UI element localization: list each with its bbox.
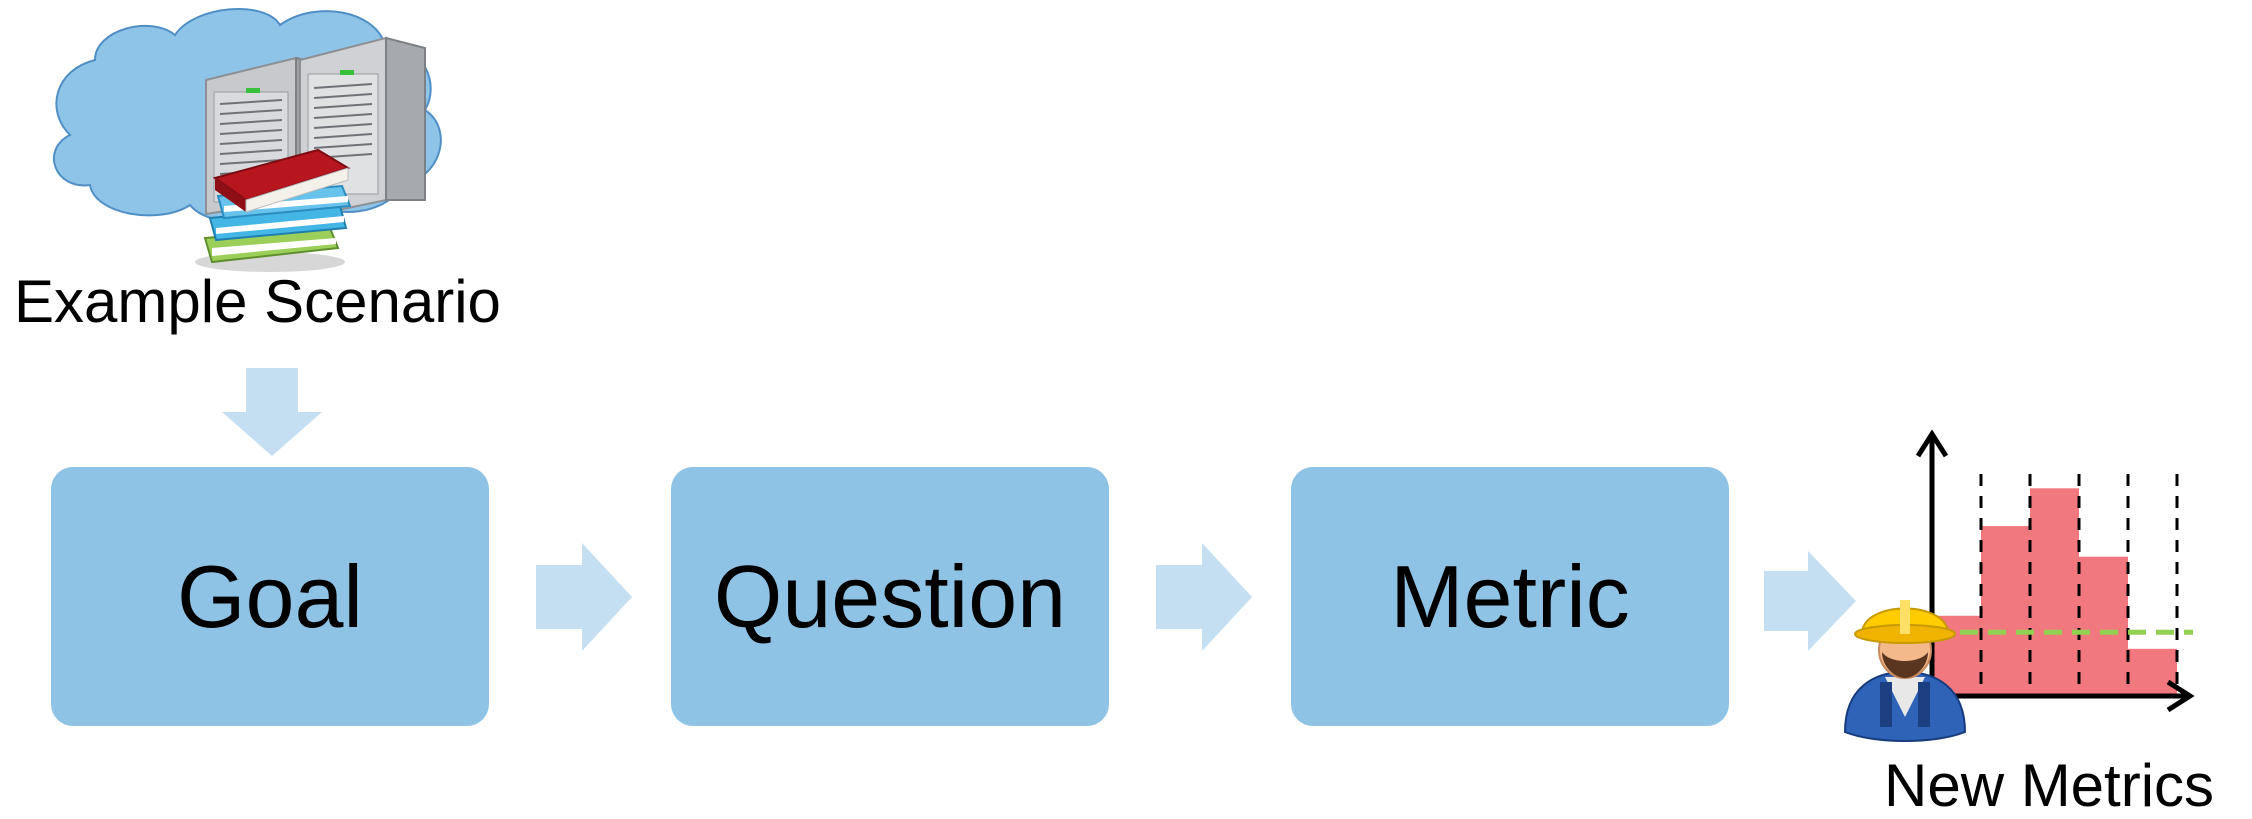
worker-icon (1843, 600, 1967, 742)
histogram-bar (2030, 488, 2079, 696)
right-arrow-icon (1156, 543, 1252, 651)
goal-label: Goal (177, 546, 363, 646)
scenario-label: Example Scenario (14, 268, 501, 335)
histogram-bar (2128, 648, 2177, 696)
goal-box: Goal (51, 467, 489, 726)
books-icon (195, 148, 352, 272)
scenario-illustration (52, 8, 442, 272)
right-arrow-icon (536, 543, 632, 651)
right-arrow-icon (1764, 551, 1856, 651)
question-label: Question (713, 546, 1067, 646)
histogram-icon (1915, 429, 2195, 713)
histogram-bar (2079, 556, 2128, 696)
metric-box: Metric (1291, 467, 1729, 726)
new-metrics-label: New Metrics (1884, 752, 2215, 819)
metric-label: Metric (1390, 546, 1630, 646)
histogram-bar (1981, 526, 2030, 696)
question-box: Question (671, 467, 1109, 726)
down-arrow-icon (222, 368, 322, 456)
